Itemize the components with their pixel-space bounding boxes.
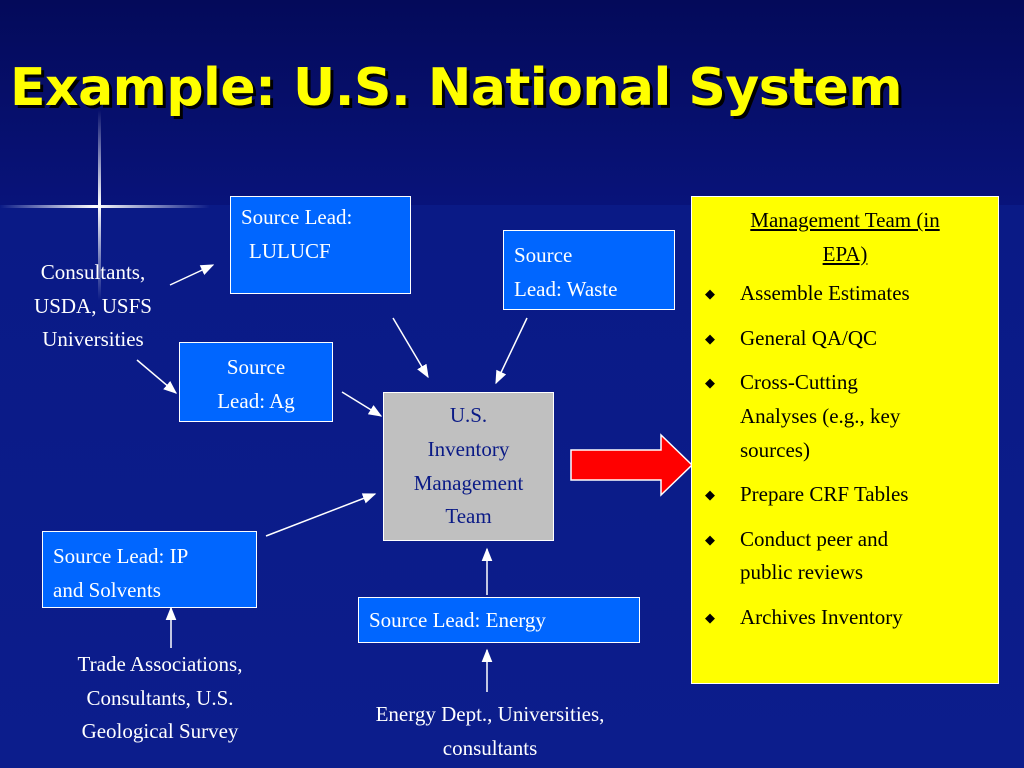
trade-associations-label: Trade Associations, Consultants, U.S. Ge… xyxy=(77,652,243,744)
diamond-bullet-icon: ◆ xyxy=(705,330,715,346)
list-item: ◆ Assemble Estimates xyxy=(692,277,998,311)
list-item: ◆ Prepare CRF Tables xyxy=(692,478,998,512)
source-lead-ag-box: Source Lead: Ag xyxy=(179,342,333,422)
center-line1: U.S. xyxy=(449,403,488,428)
energy-line1: Source Lead: Energy xyxy=(369,608,546,632)
diamond-bullet-icon: ◆ xyxy=(705,609,715,625)
arrow-consultants-to-lulucf xyxy=(169,264,215,286)
arrow-waste-to-center xyxy=(495,317,528,385)
source-lead-ip-box: Source Lead: IP and Solvents xyxy=(42,531,257,608)
ag-line1: Source xyxy=(226,355,286,379)
lulucf-line1: Source Lead: xyxy=(241,205,353,229)
lulucf-line2: LULUCF xyxy=(249,239,331,264)
header-band xyxy=(0,0,1024,205)
waste-line2: Lead: Waste xyxy=(514,276,618,301)
list-item: ◆ Archives Inventory xyxy=(692,601,998,635)
center-line4: Team xyxy=(445,504,492,529)
waste-line1: Source xyxy=(514,243,573,267)
diamond-bullet-icon: ◆ xyxy=(705,487,715,503)
arrow-lulucf-to-center xyxy=(392,317,429,379)
ip-line2: and Solvents xyxy=(53,577,161,602)
energy-dept-label: Energy Dept., Universities, consultants xyxy=(375,702,605,760)
arrow-ip-to-center xyxy=(265,493,377,537)
panel-list: ◆ Assemble Estimates ◆ General QA/QC ◆ C… xyxy=(692,277,998,634)
source-lead-energy-box: Source Lead: Energy xyxy=(358,597,640,643)
arrow-consultants-to-ag xyxy=(136,359,178,394)
management-team-panel: Management Team (in EPA) ◆ Assemble Esti… xyxy=(691,196,999,684)
ip-line1: Source Lead: IP xyxy=(53,544,189,568)
consultants-label: Consultants, USDA, USFS Universities xyxy=(34,260,152,352)
panel-title: Management Team (in EPA) xyxy=(750,208,940,266)
list-item: ◆ General QA/QC xyxy=(692,322,998,356)
source-lead-lulucf-box: Source Lead: LULUCF xyxy=(230,196,411,294)
source-lead-waste-box: Source Lead: Waste xyxy=(503,230,675,310)
diamond-bullet-icon: ◆ xyxy=(705,286,715,302)
sparkle-horizontal xyxy=(0,205,210,208)
ag-line2: Lead: Ag xyxy=(217,388,295,413)
list-item: ◆ Conduct peer and public reviews xyxy=(692,523,998,590)
diamond-bullet-icon: ◆ xyxy=(705,375,715,391)
arrow-ag-to-center xyxy=(341,391,383,417)
center-line2: Inventory xyxy=(427,436,510,461)
center-line3: Management xyxy=(413,470,524,495)
big-red-arrow-icon xyxy=(570,433,694,497)
diamond-bullet-icon: ◆ xyxy=(705,531,715,547)
slide-title: Example: U.S. National System xyxy=(10,58,903,118)
list-item: ◆ Cross-Cutting Analyses (e.g., key sour… xyxy=(692,366,998,467)
us-inventory-management-team-box: U.S. Inventory Management Team xyxy=(383,392,554,541)
